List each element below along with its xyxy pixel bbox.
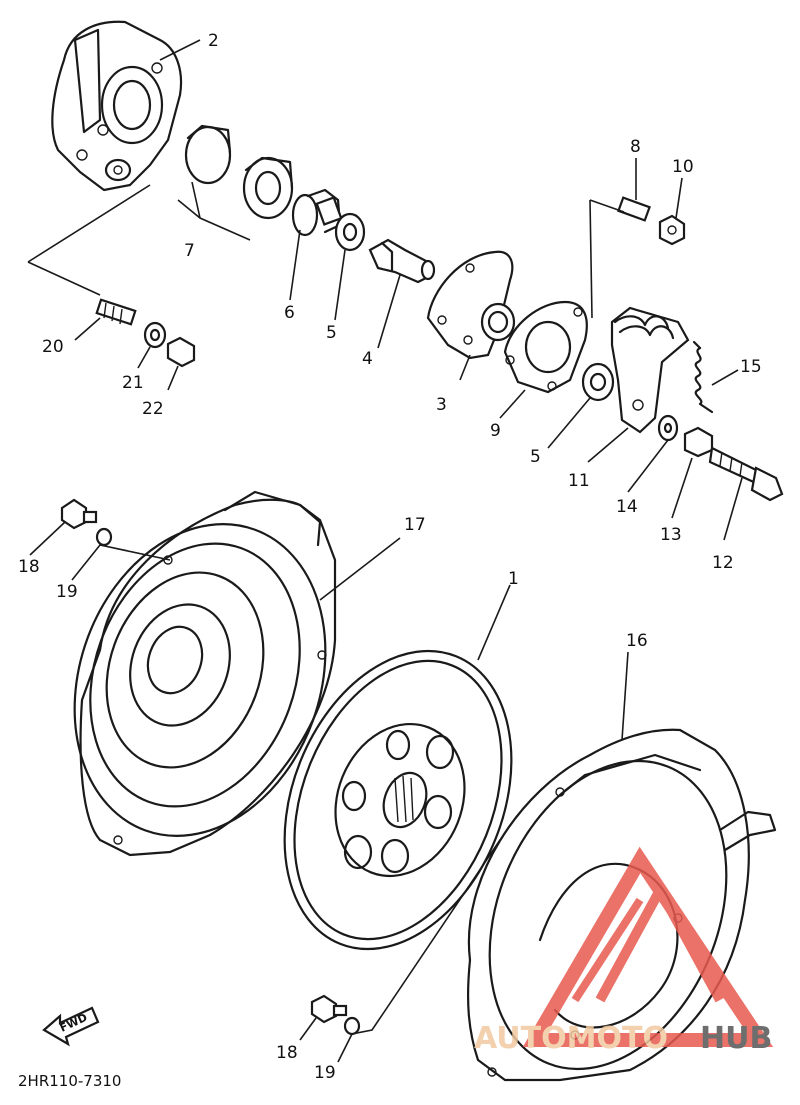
callout-14: 14 bbox=[616, 497, 638, 517]
callout-6: 6 bbox=[284, 303, 295, 323]
leader-lines bbox=[27, 39, 743, 1063]
part-19-washer-upper bbox=[95, 527, 113, 547]
fwd-arrow: FWD bbox=[42, 1006, 100, 1047]
part-3-plate bbox=[426, 250, 516, 360]
part-18-bolt-lower bbox=[310, 994, 348, 1024]
callout-9: 9 bbox=[490, 421, 501, 441]
callout-3: 3 bbox=[436, 395, 447, 415]
part-18-bolt-upper bbox=[60, 498, 98, 530]
part-15-spring bbox=[692, 340, 714, 414]
callout-15: 15 bbox=[740, 357, 762, 377]
callout-19-lower: 19 bbox=[314, 1063, 336, 1083]
part-8-stud bbox=[617, 196, 651, 222]
callout-17: 17 bbox=[404, 515, 426, 535]
part-1-disc bbox=[283, 649, 513, 951]
part-6-shaft bbox=[291, 188, 343, 237]
part-11-arm bbox=[610, 306, 690, 434]
watermark-text-part1: AUTOMOTO bbox=[474, 1021, 668, 1056]
part-2-housing bbox=[51, 20, 183, 192]
part-17-cover bbox=[73, 490, 337, 857]
part-7-seals bbox=[184, 124, 294, 220]
callout-4: 4 bbox=[362, 349, 373, 369]
callout-16: 16 bbox=[626, 631, 648, 651]
part-14-washer bbox=[657, 414, 679, 442]
callout-5-upper: 5 bbox=[326, 323, 337, 343]
callout-18-upper: 18 bbox=[18, 557, 40, 577]
part-4-cam bbox=[368, 238, 436, 284]
callout-19-upper: 19 bbox=[56, 582, 78, 602]
callout-1: 1 bbox=[508, 569, 519, 589]
callout-labels: 2 7 6 5 4 3 8 10 9 5 11 15 14 13 12 20 2… bbox=[18, 31, 762, 1083]
callout-8: 8 bbox=[630, 137, 641, 157]
watermark: AUTOMOTO HUB bbox=[474, 846, 774, 1056]
part-5-bearing-upper bbox=[334, 212, 366, 252]
part-21-washer bbox=[143, 321, 167, 349]
part-19-washer-lower bbox=[343, 1016, 361, 1036]
callout-20: 20 bbox=[42, 337, 64, 357]
part-12-bolt bbox=[708, 446, 784, 502]
part-10-nut bbox=[658, 214, 686, 246]
callout-18-lower: 18 bbox=[276, 1043, 298, 1063]
part-5-bearing-lower bbox=[581, 362, 615, 402]
part-9-gasket bbox=[503, 300, 588, 394]
part-20-stud bbox=[95, 298, 137, 326]
reference-code: 2HR110-7310 bbox=[18, 1072, 121, 1090]
callout-2: 2 bbox=[208, 31, 219, 51]
part-13-nut bbox=[683, 426, 714, 458]
watermark-text-part2: HUB bbox=[700, 1021, 772, 1056]
callout-22: 22 bbox=[142, 399, 164, 419]
callout-10: 10 bbox=[672, 157, 694, 177]
part-22-nut bbox=[166, 336, 196, 368]
callout-5-lower: 5 bbox=[530, 447, 541, 467]
callout-12: 12 bbox=[712, 553, 734, 573]
callout-13: 13 bbox=[660, 525, 682, 545]
watermark-logo bbox=[522, 846, 774, 1047]
callout-7: 7 bbox=[184, 241, 195, 261]
callout-21: 21 bbox=[122, 373, 144, 393]
callout-11: 11 bbox=[568, 471, 590, 491]
